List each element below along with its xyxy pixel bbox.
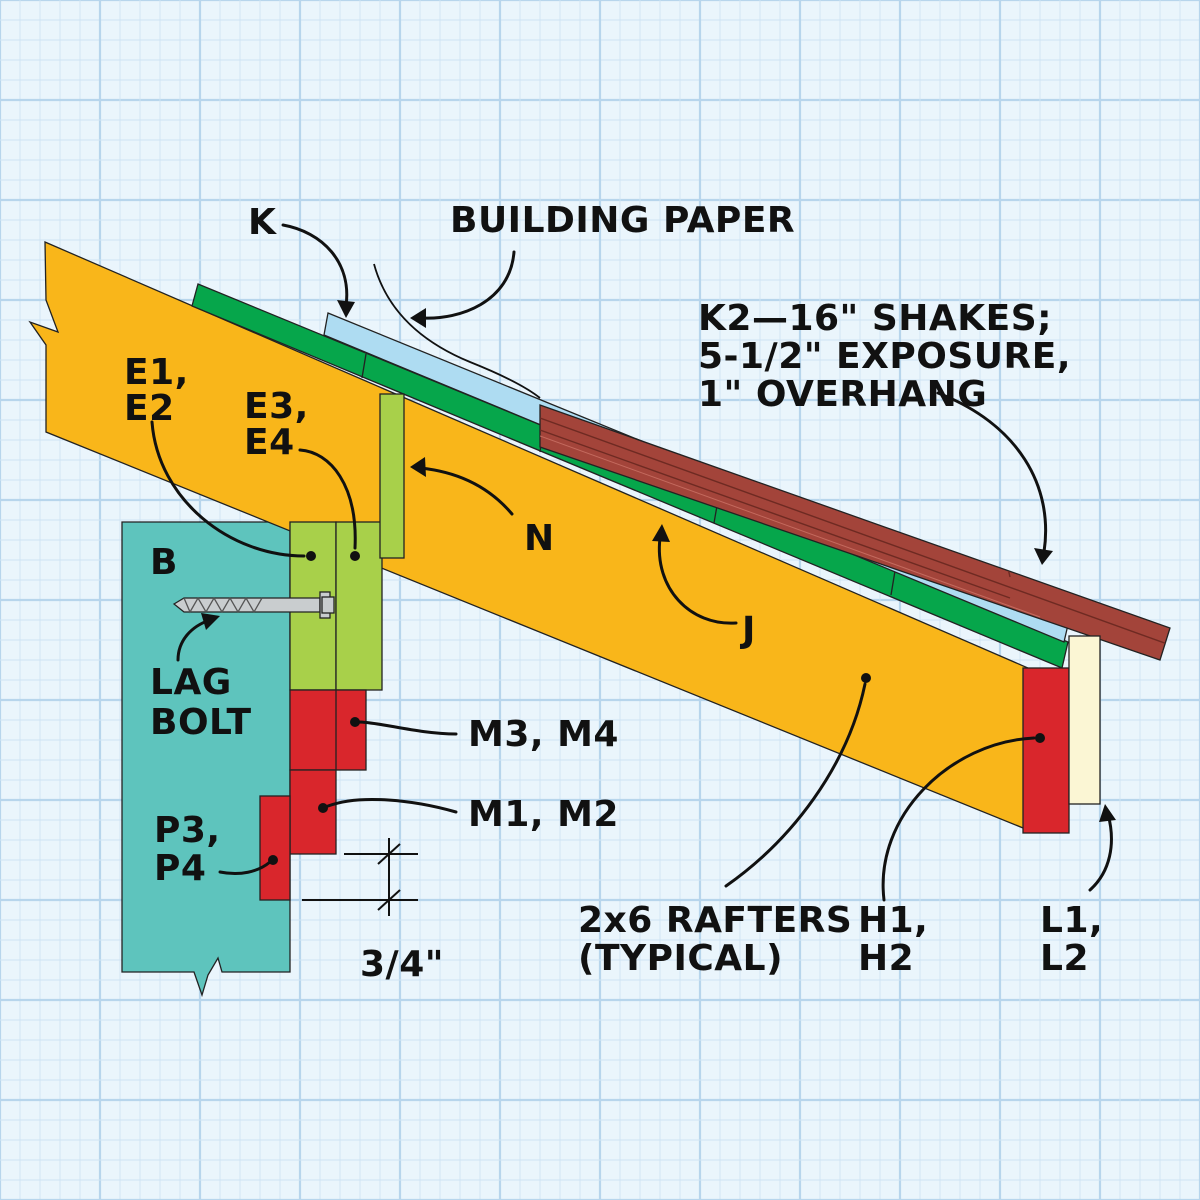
dot-p3 [268,855,278,865]
leader-k2 [936,391,1048,554]
dot-e1 [306,551,316,561]
arrowhead-lag-bolt [201,613,220,630]
label-e3-line2: E4 [244,422,295,463]
label-k2-line1: K2—16" SHAKES; [698,298,1052,339]
leader-k [281,223,349,308]
label-e3-line1: E3, [244,386,309,427]
trim-l1-l2 [1068,635,1101,805]
label-m3-m4: M3, M4 [468,714,619,755]
sheathing-joint [890,570,896,596]
dot-h [1035,733,1045,743]
leader-j [657,536,738,625]
shakes-k2 [539,404,1171,661]
leader-m3 [356,720,458,736]
label-k2-line3: 1" OVERHANG [698,374,987,415]
dot-rafters [861,673,871,683]
dot-m3 [350,717,360,727]
label-k: K [248,202,277,243]
label-rafters-line2: (TYPICAL) [578,938,783,979]
label-p3-line1: P3, [154,810,221,851]
leader-m1 [326,798,458,814]
fascia-h1-h2 [1022,667,1070,834]
label-n: N [524,518,555,559]
label-j: J [739,610,756,651]
label-lag-line1: LAG [150,662,232,703]
leader-l [1088,812,1113,892]
wall-b [121,521,291,998]
label-b: B [150,542,178,583]
ledger-e3-e4 [335,521,383,691]
leader-p3 [218,860,272,876]
arrowhead-k [337,300,355,318]
label-dimension: 3/4" [360,944,444,985]
label-e1-line1: E1, [124,352,189,393]
arrowhead-k2 [1034,548,1053,565]
trim-m3-m4 [289,689,367,771]
label-rafters-line1: 2x6 RAFTERS [578,900,852,941]
label-h-line2: H2 [858,938,914,979]
leader-e1 [150,420,306,558]
block-n [379,393,405,559]
arrowhead-j [652,524,670,542]
arrowhead-building-paper [410,308,426,328]
leader-e3 [298,448,357,550]
trim-p3-p4 [259,795,291,901]
label-lag-line2: BOLT [150,702,252,743]
leader-rafters [724,682,867,888]
arrowhead-l [1099,804,1116,822]
label-e1-line2: E2 [124,388,175,429]
label-l-line1: L1, [1040,900,1103,941]
leader-building-paper [420,250,516,320]
label-m1-m2: M1, M2 [468,794,619,835]
label-h-line1: H1, [858,900,928,941]
label-p3-line2: P4 [154,848,206,889]
building-paper-line [373,263,541,399]
arrowhead-n [410,457,426,477]
trim-m1-m2 [289,769,337,855]
dimension-3-4 [302,838,418,916]
label-building-paper: BUILDING PAPER [450,200,795,241]
dot-m1 [318,803,328,813]
label-l-line2: L2 [1040,938,1089,979]
leader-n [418,466,514,516]
label-k2-line2: 5-1/2" EXPOSURE, [698,336,1071,377]
leader-h [881,736,1036,902]
lag-bolt [172,591,335,619]
sheathing-joint [361,353,367,379]
dot-e3 [350,551,360,561]
